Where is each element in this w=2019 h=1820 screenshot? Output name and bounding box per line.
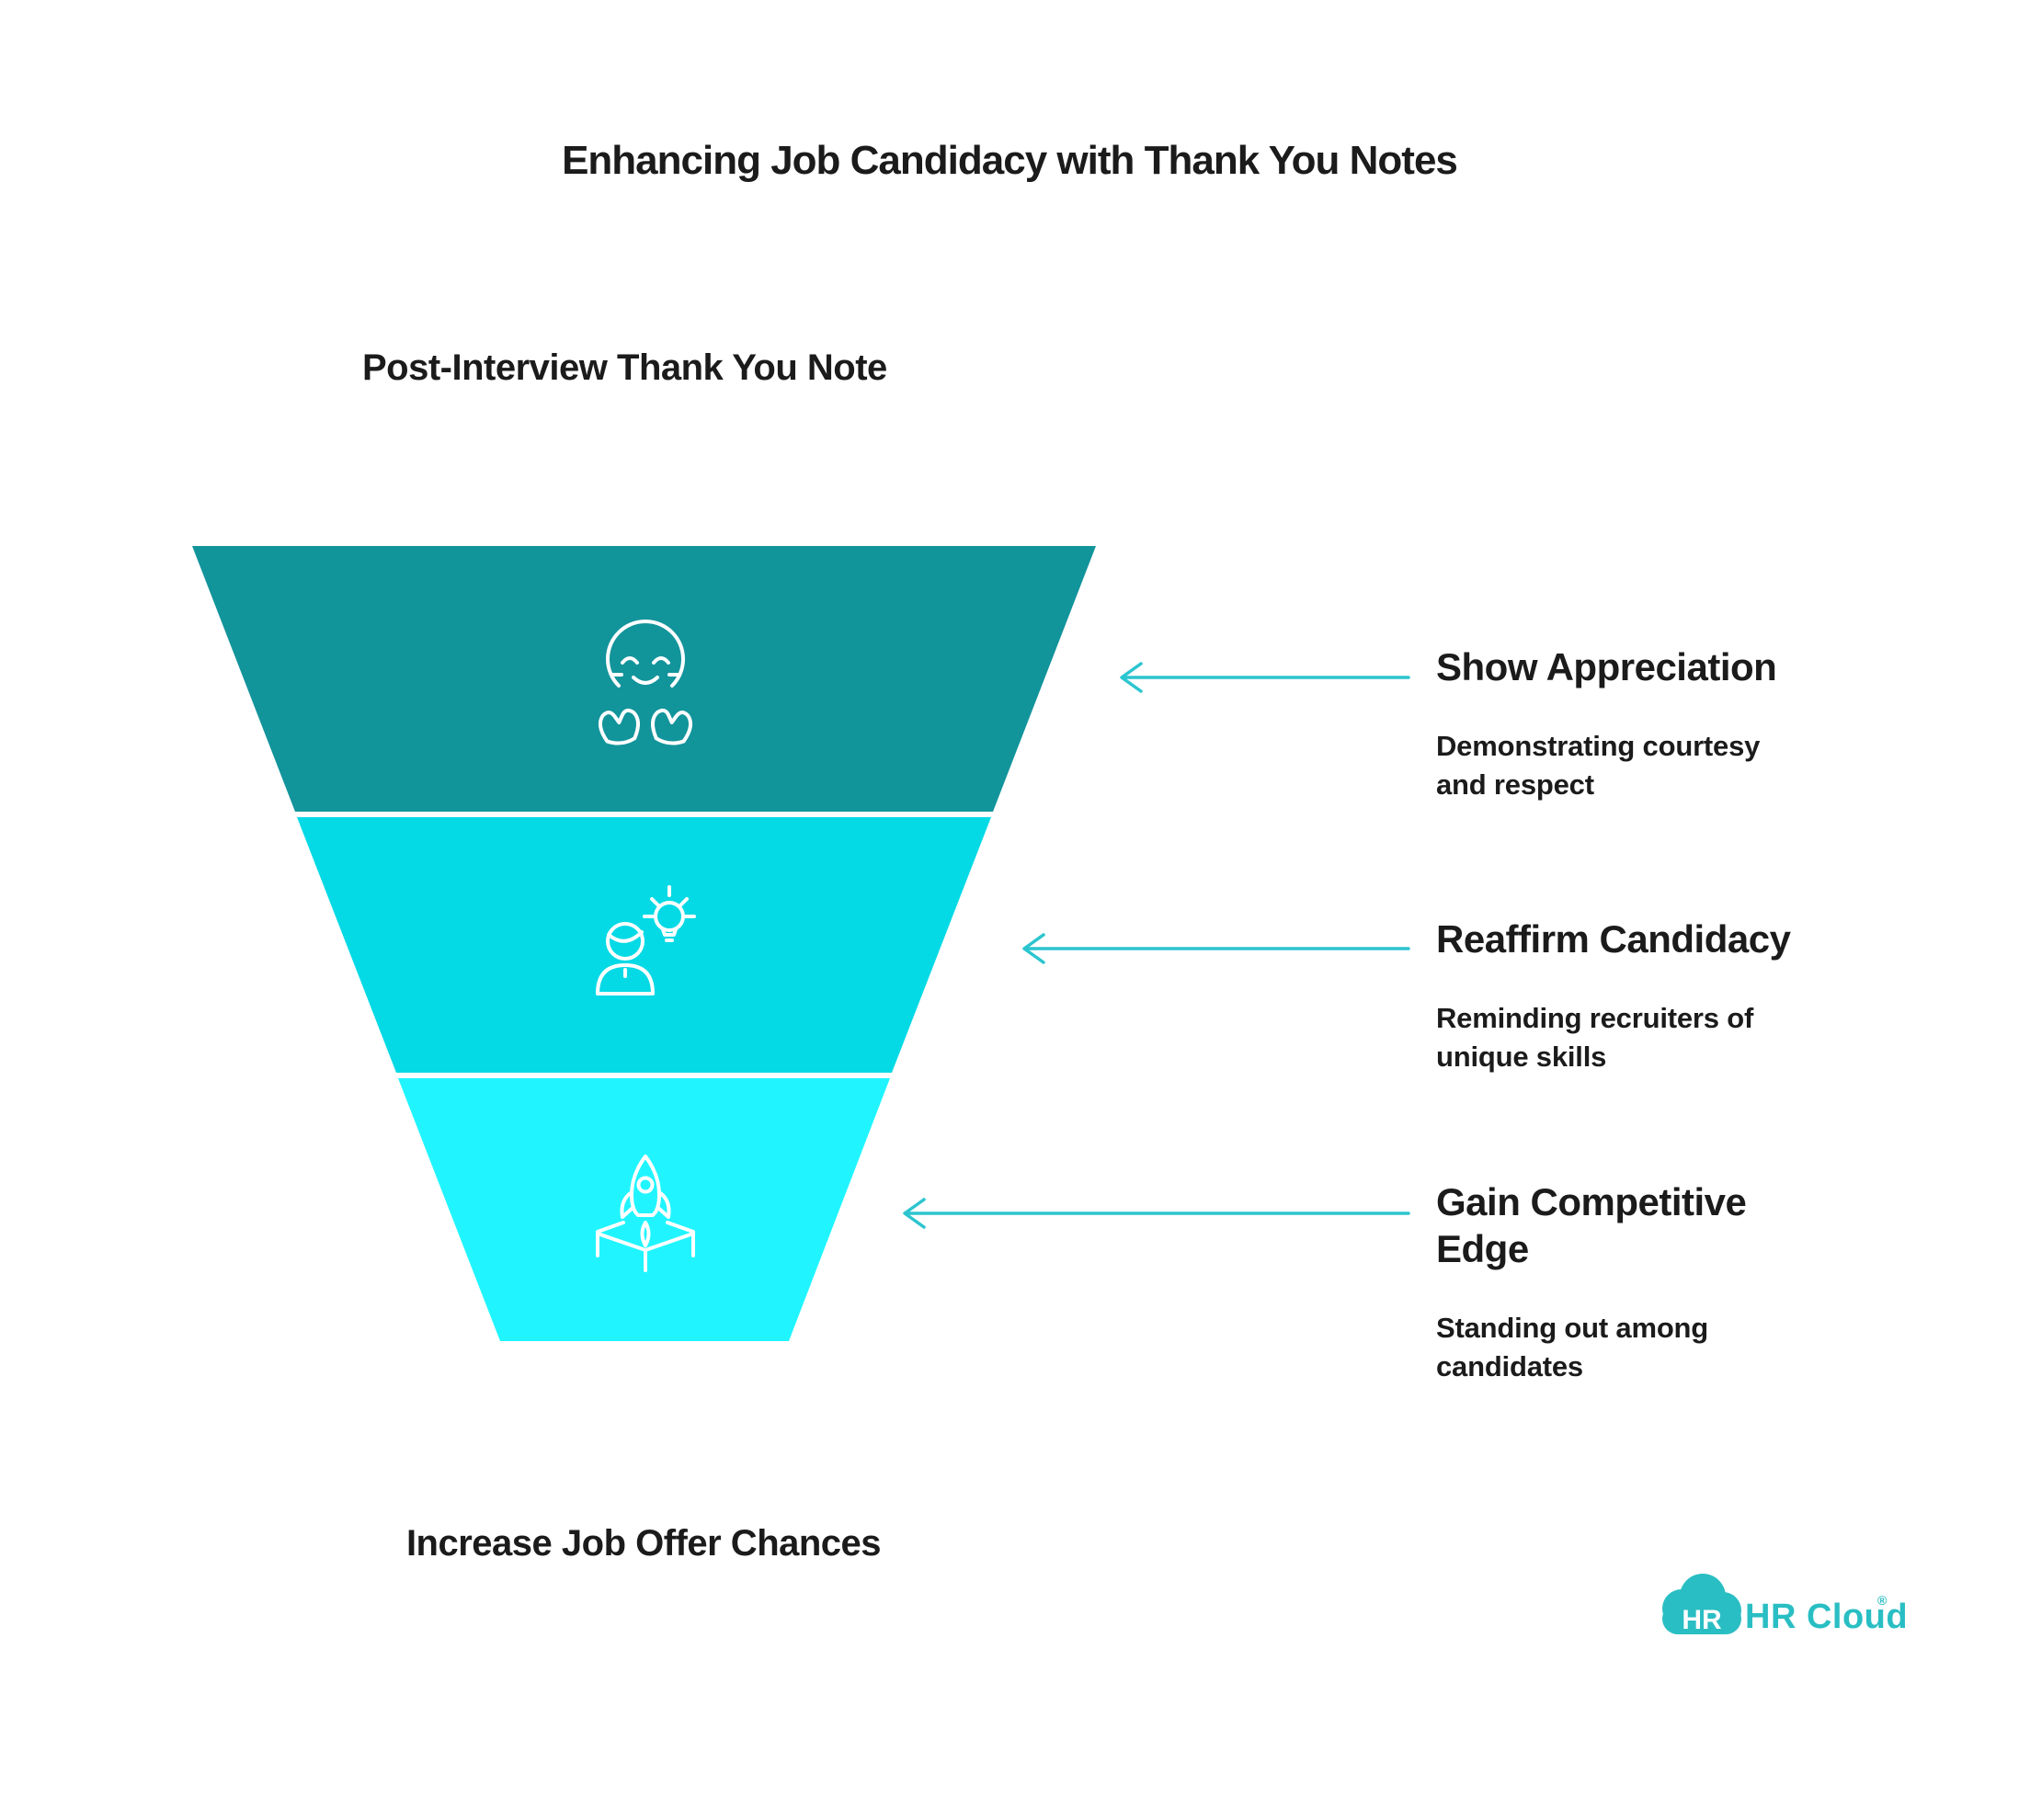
callout-heading: Reaffirm Candidacy [1436,917,1791,961]
callout-description: Demonstrating courtesy and respect [1436,730,1761,801]
callout-gain-competitive-edge: Gain Competitive Edge Standing out among… [1436,1178,1868,1386]
logo-registered-mark: ® [1877,1593,1888,1608]
arrow-gain-competitive-edge [903,1198,1410,1229]
platform-back-left-edge [596,1221,625,1234]
callout-reaffirm-candidacy: Reaffirm Candidacy Reminding recruiters … [1436,916,1868,1075]
face-left-hand [598,708,641,745]
callout-heading: Show Appreciation [1436,645,1777,688]
cloud-icon [1662,1574,1741,1634]
lightbulb-base [661,927,678,937]
rocket-launch-icon [596,1155,695,1272]
callout-arrows [903,662,1410,1229]
logo-brand-text: HR Cloud [1745,1598,1908,1636]
rocket-right-fin [657,1190,671,1219]
person-head [606,922,644,961]
funnel-output-label: Increase Job Offer Chances [405,1523,882,1564]
person-hair [607,930,644,943]
funnel-input-label: Post-Interview Thank You Note [362,347,887,388]
person-body [596,963,655,995]
hr-cloud-logo: HR HR Cloud ® [1662,1574,1908,1636]
face-smile [632,676,659,685]
funnel-stage-bottom [398,1078,890,1341]
lightbulb-ray-nw [650,897,660,907]
face-outline [606,620,685,688]
platform-back-right-edge [666,1221,695,1234]
face-right-eye [652,656,670,665]
callout-heading: Gain Competitive Edge [1436,1180,1747,1271]
rocket-flame [640,1221,651,1247]
lightbulb-ray-ne [679,897,689,907]
callout-description: Reminding recruiters of unique skills [1436,1002,1754,1073]
rocket-left-fin [620,1190,633,1219]
funnel-stage-top [192,546,1096,812]
page-title: Enhancing Job Candidacy with Thank You N… [562,138,1458,183]
callout-show-appreciation: Show Appreciation Demonstrating courtesy… [1436,643,1868,803]
person-lightbulb-icon [596,885,696,995]
logo-badge-text: HR [1682,1605,1722,1635]
arrow-reaffirm-candidacy [1022,933,1410,964]
face-left-eye [621,656,639,665]
face-right-hand [650,708,693,745]
hugging-face-icon [598,620,693,745]
rocket-body [630,1155,661,1217]
callout-description: Standing out among candidates [1436,1312,1709,1382]
arrow-show-appreciation [1120,662,1410,693]
rocket-window [636,1176,655,1194]
lightbulb-globe [654,901,685,932]
